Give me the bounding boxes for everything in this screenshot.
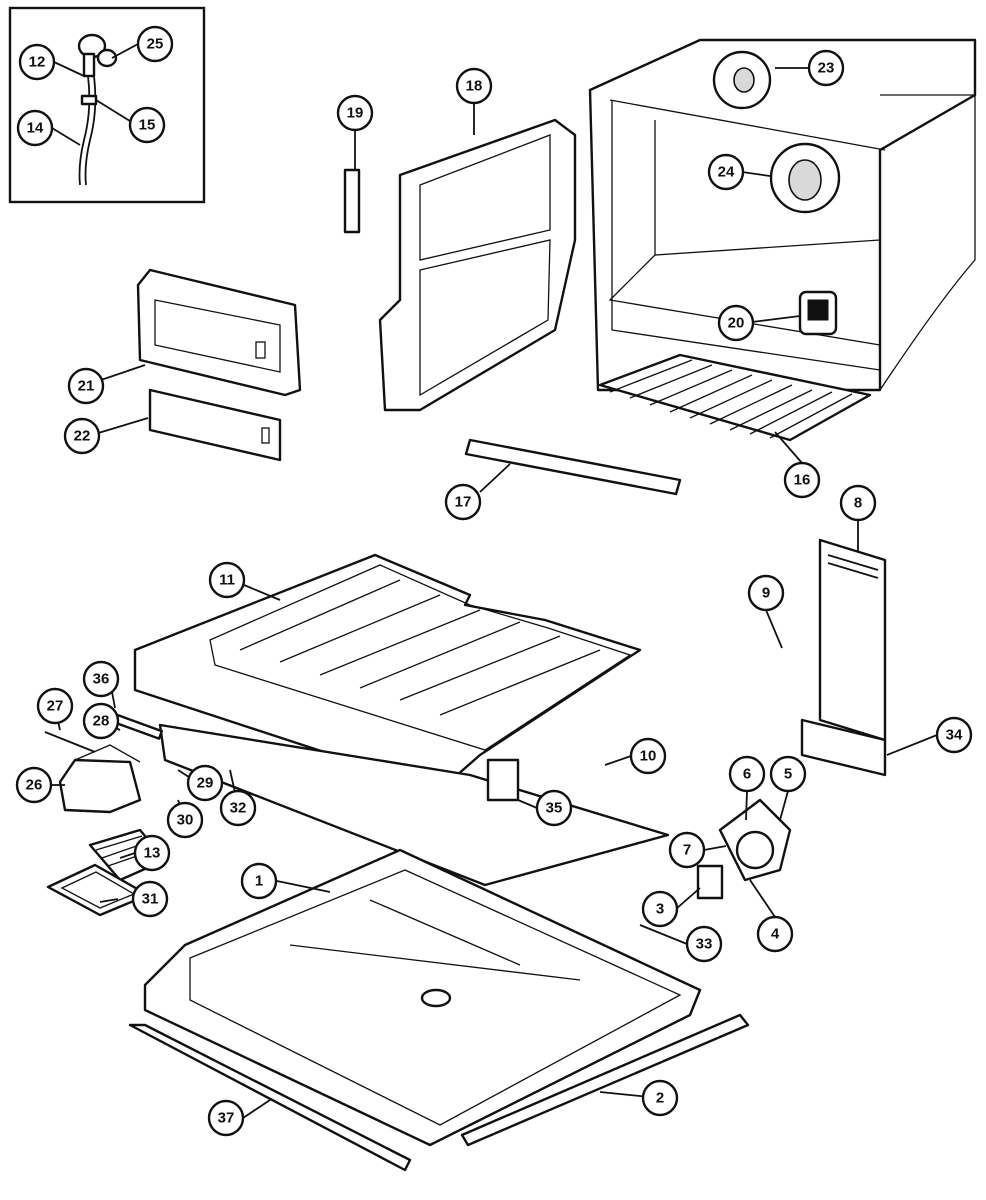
callout-label: 28 xyxy=(93,713,110,730)
callout-label: 15 xyxy=(139,117,156,134)
callout-label: 4 xyxy=(771,926,780,943)
callout-label: 24 xyxy=(718,164,735,181)
callout-36: 36 xyxy=(82,660,120,698)
callout-16: 16 xyxy=(783,461,821,499)
callout-label: 13 xyxy=(144,845,161,862)
callout-label: 3 xyxy=(656,901,664,918)
callout-9: 9 xyxy=(747,574,785,612)
callout-label: 30 xyxy=(177,812,194,829)
callout-14: 14 xyxy=(16,109,54,147)
callout-19: 19 xyxy=(336,94,374,132)
callout-31: 31 xyxy=(131,880,169,918)
callout-12: 12 xyxy=(18,43,56,81)
callout-label: 35 xyxy=(546,800,563,817)
callout-label: 9 xyxy=(762,585,770,602)
callout-label: 19 xyxy=(347,105,364,122)
callout-label: 32 xyxy=(230,800,247,817)
callout-26: 26 xyxy=(15,766,53,804)
callout-2: 2 xyxy=(641,1079,679,1117)
callout-label: 6 xyxy=(743,766,751,783)
leader-lines xyxy=(51,43,938,1119)
callout-label: 5 xyxy=(784,766,792,783)
callout-6: 6 xyxy=(728,755,766,793)
callout-21: 21 xyxy=(67,367,105,405)
base-pan xyxy=(128,848,750,1172)
callout-label: 22 xyxy=(74,428,91,445)
callout-label: 31 xyxy=(142,891,159,908)
callout-27: 27 xyxy=(36,687,74,725)
callout-32: 32 xyxy=(219,789,257,827)
air-duct xyxy=(696,538,887,900)
callout-label: 23 xyxy=(818,60,835,77)
callout-label: 11 xyxy=(219,572,235,589)
callout-label: 8 xyxy=(854,495,862,512)
callout-4: 4 xyxy=(756,915,794,953)
callout-label: 2 xyxy=(656,1090,664,1107)
callout-29: 29 xyxy=(186,764,224,802)
crisper-cover xyxy=(133,553,670,887)
callout-label: 14 xyxy=(27,120,44,137)
callout-13: 13 xyxy=(133,834,171,872)
callout-34: 34 xyxy=(935,716,973,754)
wire-shelf xyxy=(464,353,872,496)
callout-label: 26 xyxy=(26,777,43,794)
callout-15: 15 xyxy=(128,106,166,144)
callout-label: 29 xyxy=(197,775,214,792)
callout-7: 7 xyxy=(668,831,706,869)
callout-37: 37 xyxy=(207,1099,245,1137)
callout-label: 21 xyxy=(78,378,95,395)
callout-label: 25 xyxy=(147,36,164,53)
callout-label: 18 xyxy=(466,78,483,95)
callout-30: 30 xyxy=(166,801,204,839)
callout-label: 7 xyxy=(683,842,691,859)
callout-label: 16 xyxy=(794,472,811,489)
callout-5: 5 xyxy=(769,755,807,793)
callout-label: 12 xyxy=(29,54,46,71)
callout-18: 18 xyxy=(455,67,493,105)
callout-label: 1 xyxy=(255,873,263,890)
callout-10: 10 xyxy=(629,737,667,775)
callout-33: 33 xyxy=(685,925,723,963)
callout-label: 17 xyxy=(455,494,472,511)
callout-17: 17 xyxy=(444,483,482,521)
callout-8: 8 xyxy=(839,484,877,522)
callout-label: 27 xyxy=(47,698,64,715)
callout-20: 20 xyxy=(717,304,755,342)
callout-23: 23 xyxy=(807,49,845,87)
callout-label: 37 xyxy=(218,1110,235,1127)
callout-11: 11 xyxy=(208,561,246,599)
callout-label: 36 xyxy=(93,671,110,688)
callout-3: 3 xyxy=(641,890,679,928)
callout-24: 24 xyxy=(707,153,745,191)
detail-inset xyxy=(8,6,206,204)
callout-1: 1 xyxy=(240,862,278,900)
callout-label: 20 xyxy=(728,315,745,332)
callout-35: 35 xyxy=(535,789,573,827)
callout-28: 28 xyxy=(82,702,120,740)
callout-label: 10 xyxy=(640,748,657,765)
door-bin xyxy=(136,268,302,462)
freezer-cabinet xyxy=(588,38,977,392)
door-liner xyxy=(343,118,577,412)
callout-22: 22 xyxy=(63,417,101,455)
callout-label: 34 xyxy=(946,727,963,744)
callout-25: 25 xyxy=(136,25,174,63)
callout-label: 33 xyxy=(696,936,713,953)
